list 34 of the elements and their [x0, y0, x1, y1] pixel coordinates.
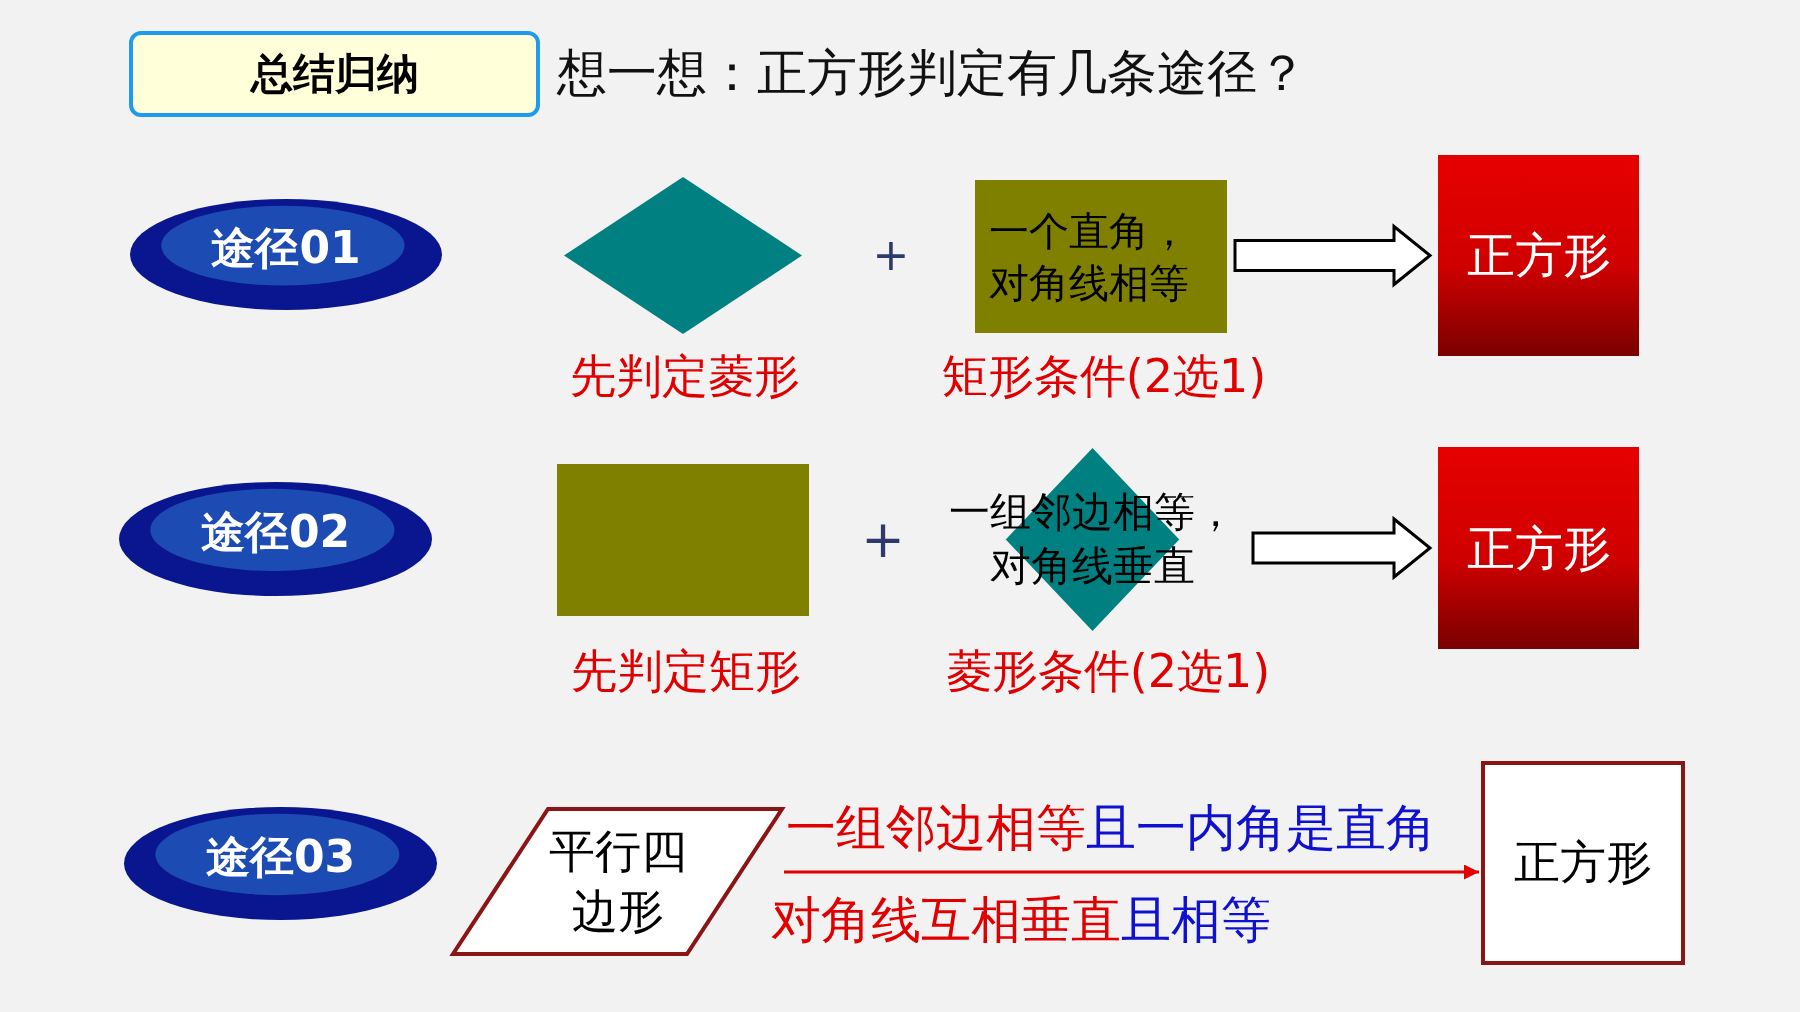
- hollow-arrow: [1233, 223, 1433, 288]
- condition-text: 一组邻边相等: [786, 800, 1086, 858]
- node-text: 途径02: [200, 505, 351, 560]
- route-badge: [130, 199, 442, 310]
- node-label: 菱形条件(2选1): [945, 643, 1271, 700]
- node-label: 矩形条件(2选1): [941, 348, 1267, 405]
- square-box: [1481, 761, 1685, 965]
- node-text: 正方形: [1514, 834, 1652, 892]
- title-tag: [129, 31, 540, 117]
- plus-sign: +: [861, 510, 905, 570]
- condition-text: 且相等: [1121, 892, 1271, 950]
- node-text: 一个直角，对角线相等: [989, 206, 1190, 308]
- route-badge: [119, 482, 432, 596]
- rectangle-shape: [557, 464, 809, 616]
- node-label: 先判定矩形: [571, 643, 801, 700]
- hollow-arrow: [1251, 515, 1433, 581]
- rhombus-shape: [564, 177, 802, 334]
- node-text: 途径01: [211, 220, 361, 275]
- node-text: 平行四边形: [547, 822, 688, 940]
- route-badge: [124, 807, 437, 920]
- node-text: 正方形: [1466, 518, 1611, 578]
- node-text: 一组邻边相等，对角线垂直: [948, 487, 1237, 592]
- square-box: [1438, 447, 1639, 649]
- heading: 想一想：正方形判定有几条途径？: [557, 43, 1307, 104]
- arrow: [784, 864, 1479, 880]
- node-label: 先判定菱形: [570, 348, 800, 405]
- rectangle-shape: [975, 180, 1227, 333]
- node-text: 途径03: [205, 829, 356, 884]
- node-text: 总结归纳: [250, 47, 419, 100]
- plus-sign: +: [872, 229, 910, 281]
- condition-text: 对角线互相垂直: [771, 892, 1121, 950]
- condition-text: 且一内角是直角: [1086, 800, 1436, 858]
- node-text: 正方形: [1466, 226, 1611, 286]
- square-box: [1438, 155, 1639, 356]
